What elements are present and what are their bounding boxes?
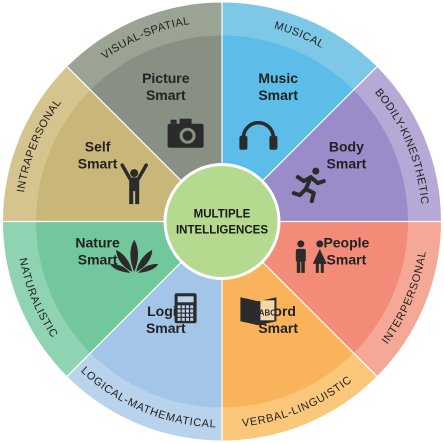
segment-people-label-line2: Smart bbox=[327, 252, 367, 268]
running-person-icon bbox=[291, 167, 326, 204]
segment-self-label-line1: Self bbox=[85, 138, 111, 154]
segment-picture-label-line1: Picture bbox=[142, 70, 190, 86]
center-title-line2: INTELLIGENCES bbox=[176, 225, 268, 237]
svg-text:ABC: ABC bbox=[259, 308, 277, 317]
center-hub: MULTIPLE INTELLIGENCES bbox=[163, 163, 281, 280]
headphones-icon bbox=[239, 121, 278, 150]
center-title-line1: MULTIPLE bbox=[194, 209, 251, 221]
person-arms-up-icon bbox=[120, 163, 148, 205]
segment-nature-label-line2: Smart bbox=[78, 252, 118, 268]
segment-music-label-line2: Smart bbox=[258, 87, 298, 103]
camera-icon bbox=[167, 118, 204, 148]
segment-word-label-line2: Smart bbox=[258, 320, 298, 336]
center-circle bbox=[163, 163, 281, 280]
leaves-icon bbox=[110, 239, 159, 273]
segment-picture-label-line2: Smart bbox=[146, 87, 186, 103]
abc-book-icon: ABC bbox=[240, 297, 277, 326]
man-woman-icon bbox=[295, 240, 327, 273]
segment-self-label-line2: Smart bbox=[78, 155, 118, 171]
calculator-icon bbox=[174, 293, 197, 324]
segment-body-label-line2: Smart bbox=[327, 155, 367, 171]
segment-body-label-line1: Body bbox=[329, 138, 364, 154]
segment-logic-label-line2: Smart bbox=[146, 320, 186, 336]
segment-people-label-line1: People bbox=[323, 235, 369, 251]
segment-nature-label-line1: Nature bbox=[75, 235, 120, 251]
segment-music-label-line1: Music bbox=[258, 70, 298, 86]
